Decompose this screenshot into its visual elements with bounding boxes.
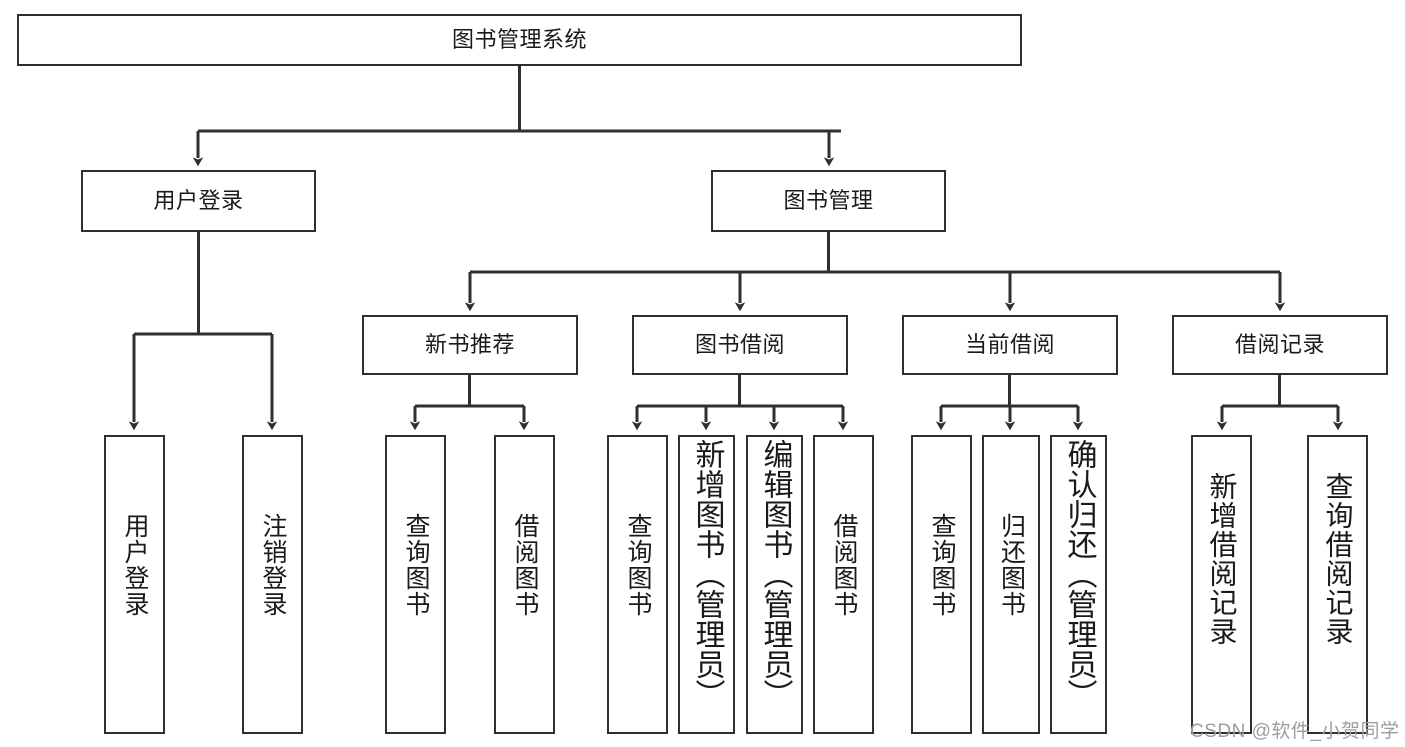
leaf-query-book-borrow[interactable]: 查询图书 [607,435,668,734]
node-label: 查询图书 [402,513,430,617]
leaf-return-book[interactable]: 归还图书 [982,435,1040,734]
node-label: 新增图书（管理员） [690,439,724,709]
node-label: 当前借阅 [964,332,1055,358]
node-label: 查询图书 [624,513,652,617]
node-label: 图书管理 [783,188,874,214]
node-book-borrow[interactable]: 图书借阅 [632,315,848,375]
node-current-borrow[interactable]: 当前借阅 [902,315,1118,375]
node-label: 注销登录 [259,513,287,617]
node-label: 归还图书 [997,513,1026,617]
leaf-query-borrow-record[interactable]: 查询借阅记录 [1307,435,1368,734]
node-borrow-record[interactable]: 借阅记录 [1172,315,1388,375]
node-label: 用户登录 [121,513,149,617]
node-label: 新书推荐 [424,332,515,358]
leaf-query-book-current[interactable]: 查询图书 [911,435,972,734]
node-user-login[interactable]: 用户登录 [81,170,316,232]
node-new-book-recommend[interactable]: 新书推荐 [362,315,578,375]
leaf-add-borrow-record[interactable]: 新增借阅记录 [1191,435,1252,734]
node-label: 图书借阅 [694,332,785,358]
leaf-query-book-recommend[interactable]: 查询图书 [385,435,446,734]
node-label: 借阅记录 [1234,332,1325,358]
node-root-book-management-system[interactable]: 图书管理系统 [17,14,1022,66]
node-label: 新增借阅记录 [1206,472,1238,646]
leaf-user-login[interactable]: 用户登录 [104,435,165,734]
csdn-watermark: CSDN @软件_小贺同学 [1190,721,1400,742]
node-label: 确认归还（管理员） [1062,439,1096,709]
node-label: 图书管理系统 [451,27,587,53]
leaf-borrow-book-recommend[interactable]: 借阅图书 [494,435,555,734]
node-label: 查询图书 [928,513,956,617]
node-book-management[interactable]: 图书管理 [711,170,946,232]
node-label: 用户登录 [153,188,244,214]
node-label: 编辑图书（管理员） [758,439,792,709]
leaf-borrow-book-borrow[interactable]: 借阅图书 [813,435,874,734]
leaf-confirm-return-admin[interactable]: 确认归还（管理员） [1050,435,1107,734]
node-label: 查询借阅记录 [1322,472,1354,646]
leaf-add-book-admin[interactable]: 新增图书（管理员） [678,435,735,734]
leaf-logout[interactable]: 注销登录 [242,435,303,734]
leaf-edit-book-admin[interactable]: 编辑图书（管理员） [746,435,803,734]
node-label: 借阅图书 [830,513,858,617]
node-label: 借阅图书 [511,513,539,617]
